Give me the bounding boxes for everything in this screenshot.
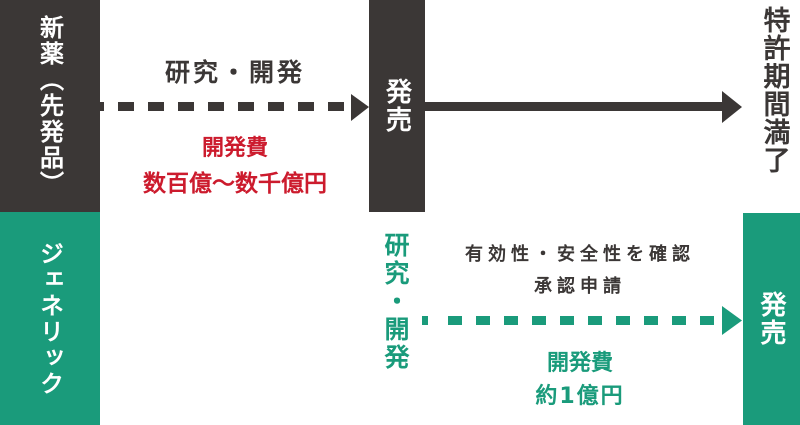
generic-launch-box: 発売 xyxy=(743,213,800,425)
generic-cost-value: 約1億円 xyxy=(535,384,625,409)
new-drug-rnd-label: 研究・開発 xyxy=(164,58,305,87)
new-drug-cost-value: 数百億〜数千億円 xyxy=(143,171,327,197)
new-drug-cost-title: 開発費 xyxy=(201,136,268,161)
new-drug-launch-box: 発売 xyxy=(369,0,425,212)
generic-launch-label: 発売 xyxy=(756,291,786,347)
generic-rnd-label: 研究・開発 xyxy=(381,232,410,372)
patent-expiry-label: 特許期間満了 xyxy=(758,6,790,174)
generic-cost-title: 開発費 xyxy=(546,351,613,376)
generic-row-label: ジェネリック xyxy=(35,240,64,397)
dashed-arrow-right-icon xyxy=(100,91,370,124)
new-drug-row-header: 新薬（先発品） xyxy=(0,0,100,212)
generic-process-line1: 有効性・安全性を確認 xyxy=(465,244,695,265)
generic-process-line2: 承認申請 xyxy=(534,276,626,297)
dashed-arrow-right-icon xyxy=(420,305,743,337)
generic-row-header: ジェネリック xyxy=(0,212,100,425)
new-drug-row-label: 新薬（先発品） xyxy=(35,15,64,197)
solid-arrow-right-icon xyxy=(425,90,743,124)
new-drug-launch-label: 発売 xyxy=(381,78,412,134)
